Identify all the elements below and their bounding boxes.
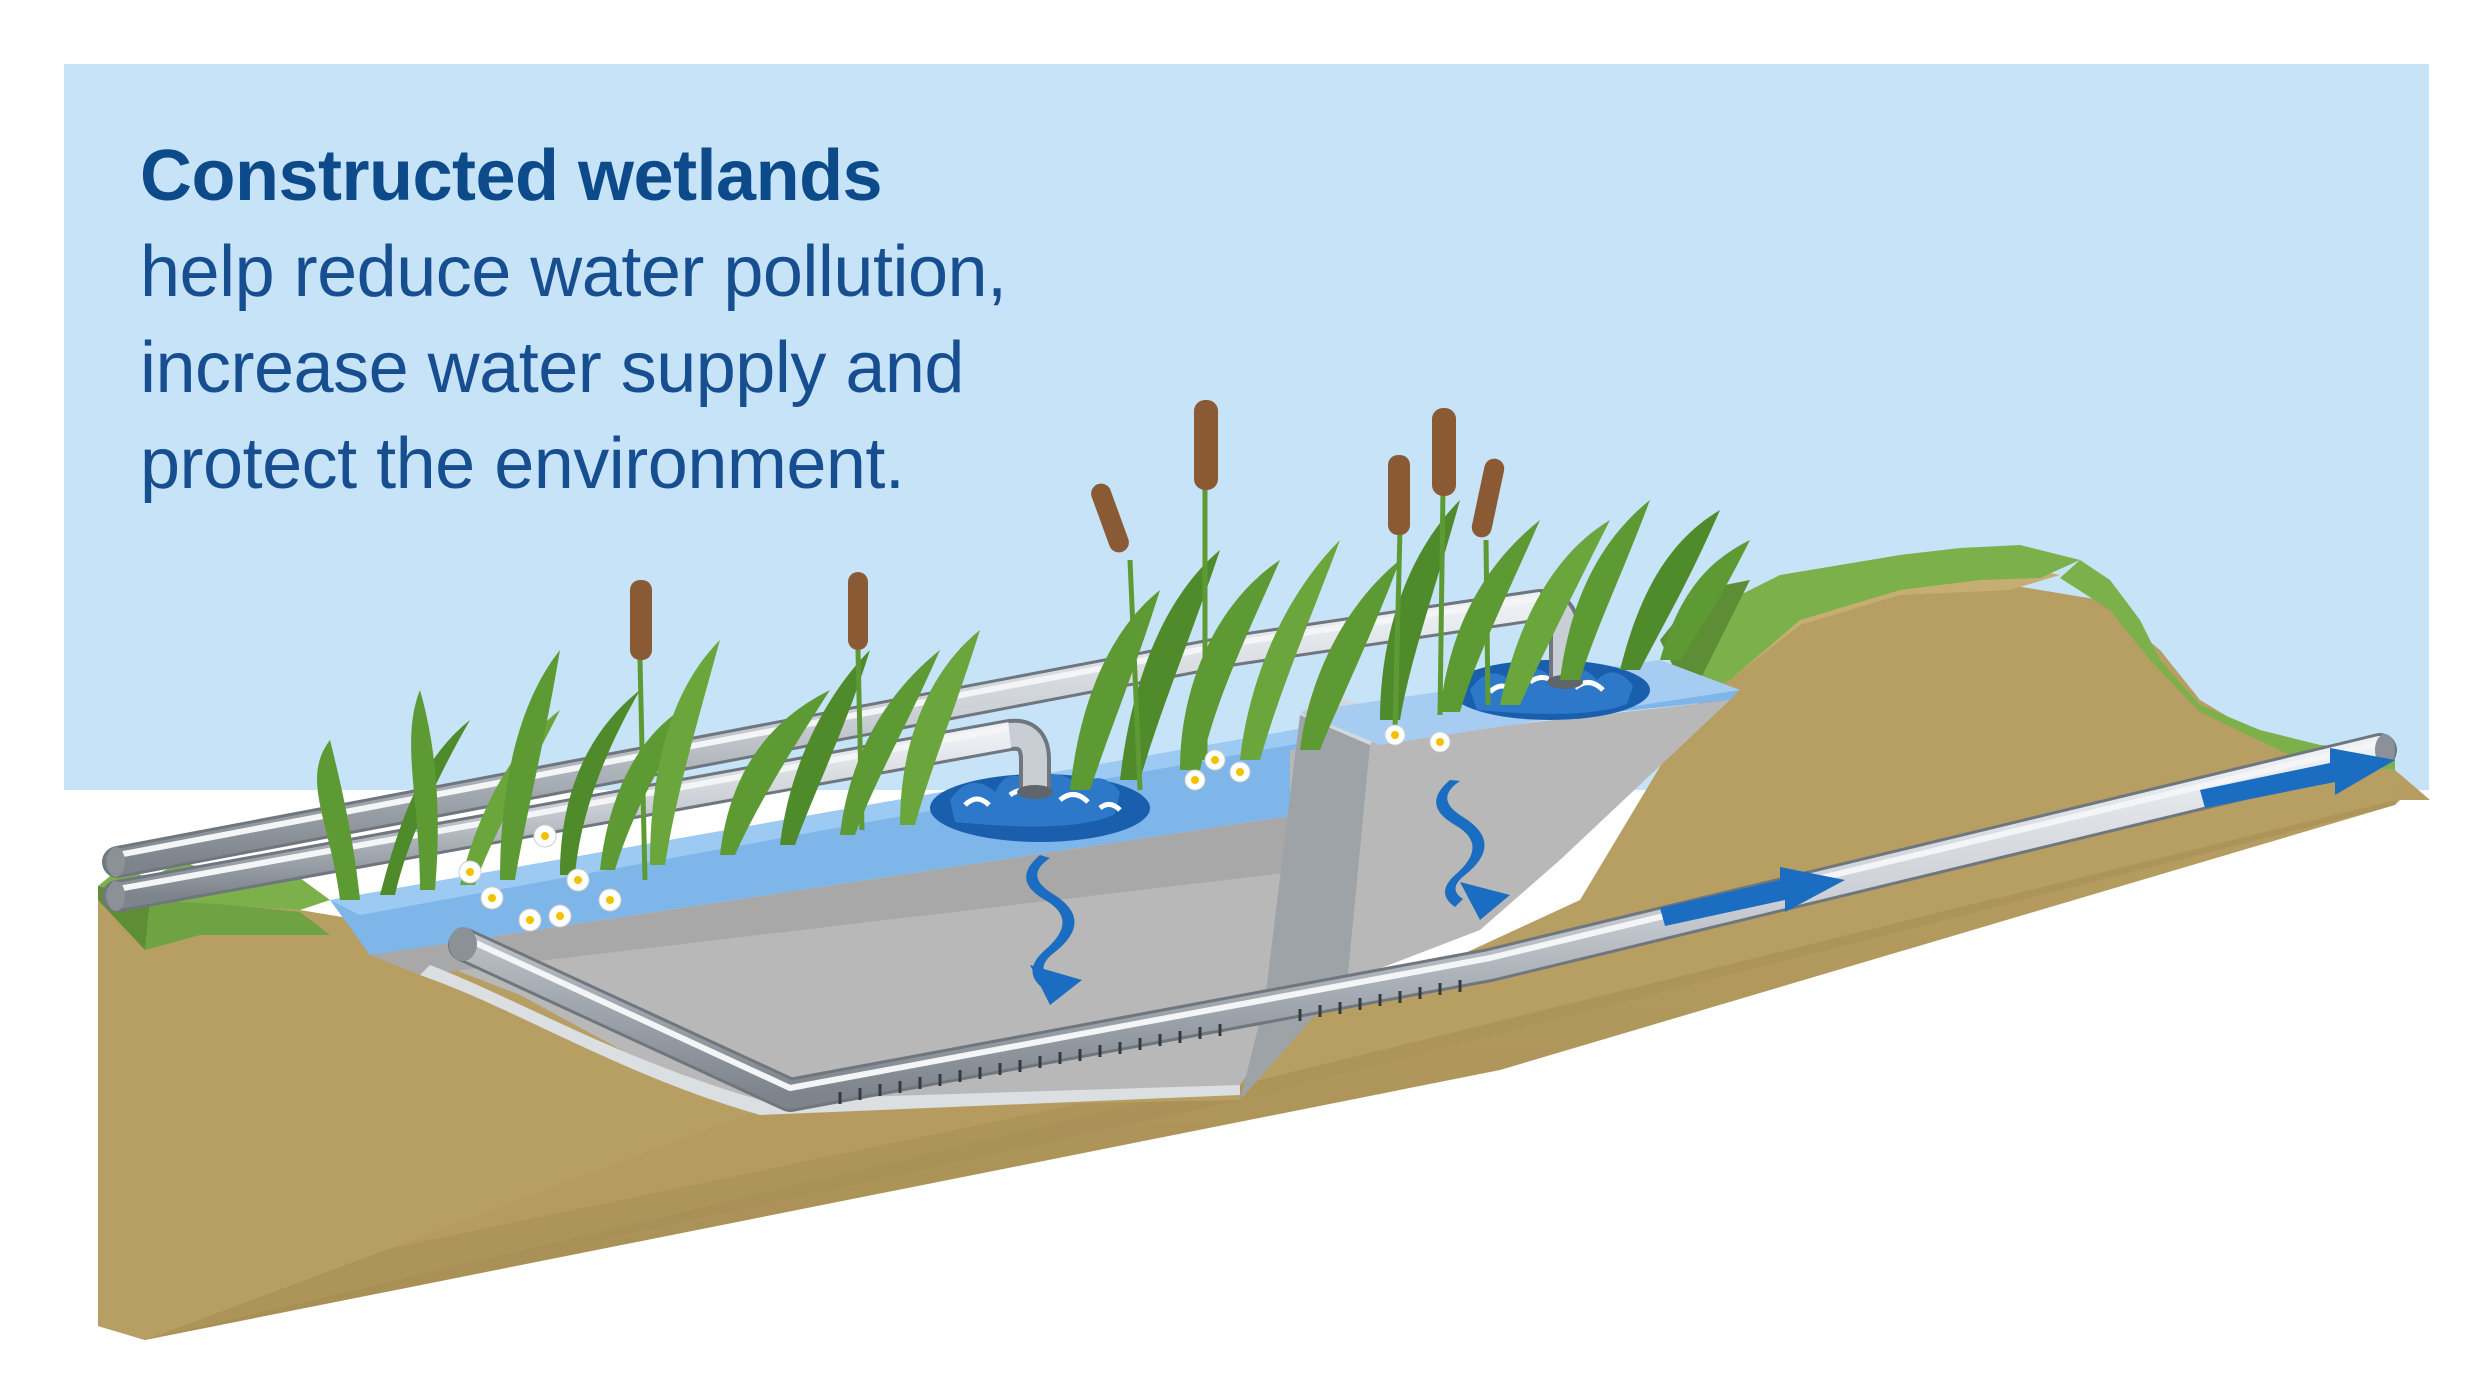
cattail-icon (630, 400, 1505, 881)
flow-arrow-icon (1026, 748, 2395, 1005)
reed-grass-icon (317, 500, 1750, 900)
underdrain-pipe (448, 733, 2397, 1112)
headline-line-1: help reduce water pollution, (140, 232, 1007, 312)
headline-title: Constructed wetlands (140, 136, 883, 216)
daisy-flower-icon (458, 724, 1451, 932)
headline-line-3: protect the environment. (140, 424, 905, 504)
headline-line-2: increase water supply and (140, 328, 964, 408)
headline: Constructed wetlands help reduce water p… (140, 128, 1007, 512)
